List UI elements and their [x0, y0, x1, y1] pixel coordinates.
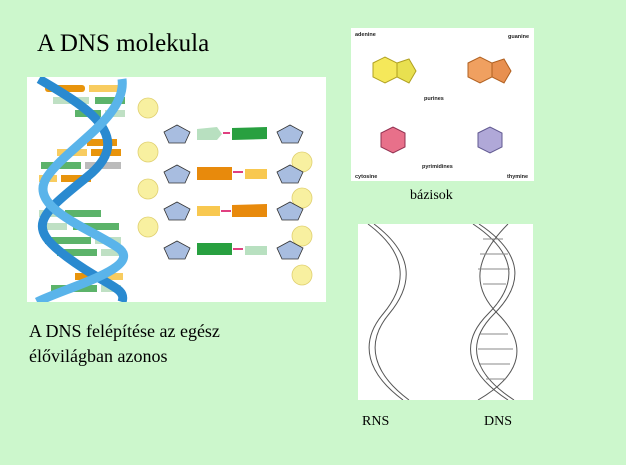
nitrogen-bases-image: adenine guanine purines cytosine pyrimid… — [351, 28, 534, 181]
adenine-label: adenine — [355, 32, 376, 38]
rna-label: RNS — [362, 414, 390, 429]
thymine-molecule — [477, 126, 503, 154]
dna-structure-image — [27, 75, 326, 307]
adenine-molecule — [372, 56, 417, 84]
guanine-molecule — [467, 56, 512, 84]
rna-dna-helix-image — [358, 223, 533, 401]
guanine-label: guanine — [508, 34, 529, 40]
dna-label: DNS — [484, 414, 513, 429]
dna-double-strand-drawing — [470, 223, 518, 401]
bases-caption: bázisok — [410, 188, 453, 203]
cytosine-molecule — [380, 126, 406, 154]
purines-label: purines — [424, 96, 444, 102]
rna-single-strand-drawing — [367, 223, 410, 401]
caption-line-1: A DNS felépítése az egész — [29, 321, 220, 341]
double-helix-illustration — [34, 75, 128, 307]
slide-title: A DNS molekula — [37, 30, 210, 57]
cytosine-label: cytosine — [355, 174, 377, 180]
caption-line-2: élővilágban azonos — [29, 346, 168, 366]
thymine-label: thymine — [507, 174, 528, 180]
pyrimidines-label: pyrimidines — [422, 164, 453, 170]
nucleotide-chain-diagram — [137, 97, 313, 286]
